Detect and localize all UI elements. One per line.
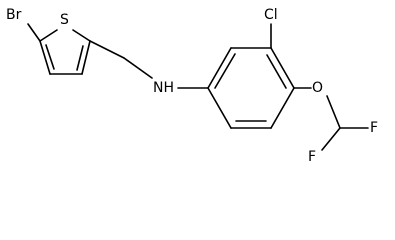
bond-o-chf2 (326, 95, 341, 129)
bond-c2-c3-double (76, 45, 84, 71)
bond-ring-6 (207, 87, 232, 129)
bond-c4-c5-double (45, 44, 55, 70)
atom-cl: Cl (264, 7, 278, 23)
benzene-ring (177, 47, 295, 129)
bond-s-c2 (72, 29, 91, 42)
atom-f2: F (308, 149, 316, 164)
bond-ring-3-inner (266, 54, 287, 89)
bond-c4-c5 (39, 40, 51, 75)
bond-br-c5 (27, 23, 41, 42)
atom-o: O (312, 80, 323, 96)
atom-nh: NH (153, 80, 174, 96)
bond-ring-4 (270, 87, 295, 129)
thiophene-ring (27, 23, 91, 75)
bond-c2-ch2 (89, 40, 125, 59)
atom-f1: F (370, 120, 378, 136)
bond-c5-s (39, 29, 58, 42)
bond-ring-1-inner (214, 53, 236, 89)
bond-ch2-n (123, 57, 153, 79)
bond-ring-3 (270, 47, 295, 89)
chemical-structure: Br S NH Cl O F F (6, 7, 378, 164)
bond-ring-1 (207, 47, 232, 89)
atom-br: Br (6, 7, 22, 23)
atom-s: S (60, 12, 69, 28)
bond-c2-c3 (81, 40, 91, 75)
bond-chf2-f2 (321, 127, 341, 151)
